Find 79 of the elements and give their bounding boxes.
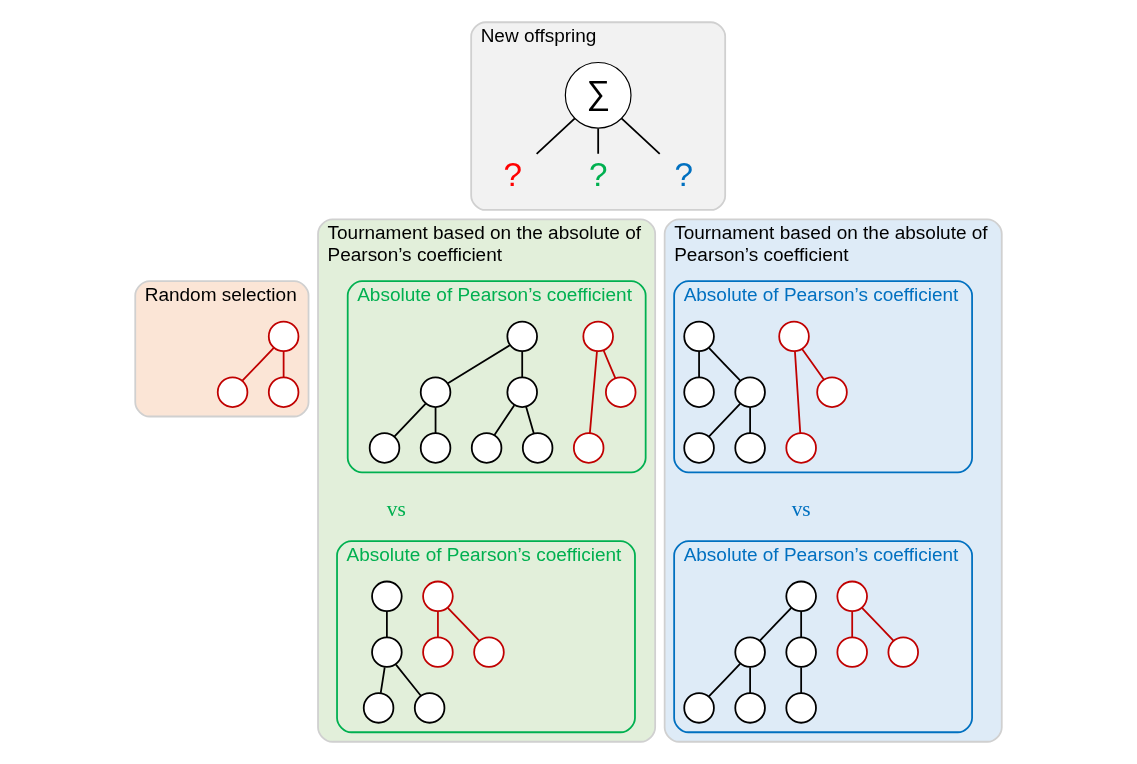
connector <box>749 406 751 434</box>
cluster: Absolute of Pearson’s coefficient <box>336 540 636 734</box>
connector <box>282 350 285 379</box>
node-circle <box>521 432 554 464</box>
node-circle <box>582 320 614 353</box>
connector <box>749 666 751 694</box>
node-circle <box>422 636 454 668</box>
node-circle <box>368 432 401 464</box>
connector <box>535 117 576 155</box>
connector <box>759 606 793 642</box>
connector <box>800 610 803 639</box>
connector <box>708 347 742 382</box>
node-circle <box>785 432 817 464</box>
node-circle <box>683 692 715 724</box>
node-circle <box>785 636 817 668</box>
node-circle <box>572 432 605 464</box>
node-text: ? <box>503 155 522 193</box>
node-circle <box>836 636 868 668</box>
connector <box>437 610 439 639</box>
node-circle: ∑ <box>564 61 632 129</box>
node-circle <box>267 320 300 353</box>
connector <box>386 610 388 639</box>
cluster: Absolute of Pearson’s coefficient <box>346 280 647 474</box>
node-circle <box>778 320 810 353</box>
connector <box>851 610 854 639</box>
connector <box>800 666 803 694</box>
node-circle <box>506 320 538 353</box>
node-circle <box>836 580 868 613</box>
node-circle <box>683 432 715 464</box>
node-circle <box>734 636 766 668</box>
node-circle <box>506 376 538 408</box>
connector <box>708 402 742 438</box>
node-circle <box>470 432 503 464</box>
node-circle <box>422 580 454 613</box>
node-circle <box>734 692 766 724</box>
connector <box>521 350 524 379</box>
node-circle <box>605 376 637 408</box>
node-circle <box>683 376 715 408</box>
connector <box>794 350 802 434</box>
node-circle <box>816 376 848 408</box>
connector <box>861 606 895 642</box>
node-circle <box>473 636 505 668</box>
node-circle <box>362 692 395 724</box>
node-circle <box>734 376 766 408</box>
node-text: ? <box>674 155 693 193</box>
node-circle <box>785 692 817 724</box>
node-circle <box>267 376 300 408</box>
connector <box>620 117 661 155</box>
cluster: Absolute of Pearson’s coefficient <box>673 540 973 734</box>
node-circle <box>371 636 403 668</box>
label: vs <box>791 496 811 521</box>
connector <box>446 606 481 642</box>
connector <box>447 344 511 385</box>
connector <box>493 404 516 436</box>
node-circle <box>887 636 919 668</box>
connector <box>708 662 742 698</box>
node-circle <box>734 432 766 464</box>
node-circle <box>785 580 817 613</box>
connector <box>602 349 617 380</box>
connector <box>525 405 535 435</box>
cluster: Random selection <box>134 280 310 418</box>
node-circle <box>419 376 452 408</box>
node-circle <box>683 320 715 353</box>
label: vs <box>386 496 406 521</box>
connector <box>379 666 386 694</box>
node-circle <box>216 376 249 408</box>
connector <box>597 127 600 155</box>
connector <box>698 350 700 379</box>
node-text: ? <box>588 155 608 193</box>
node-circle <box>413 692 446 724</box>
connector <box>589 350 598 434</box>
connector <box>434 406 437 434</box>
node-circle <box>419 432 452 464</box>
connector <box>801 348 825 381</box>
connector <box>241 347 275 382</box>
cluster: Absolute of Pearson’s coefficient <box>673 280 973 474</box>
node-circle <box>371 580 403 613</box>
connector <box>395 663 422 697</box>
connector <box>393 402 427 438</box>
